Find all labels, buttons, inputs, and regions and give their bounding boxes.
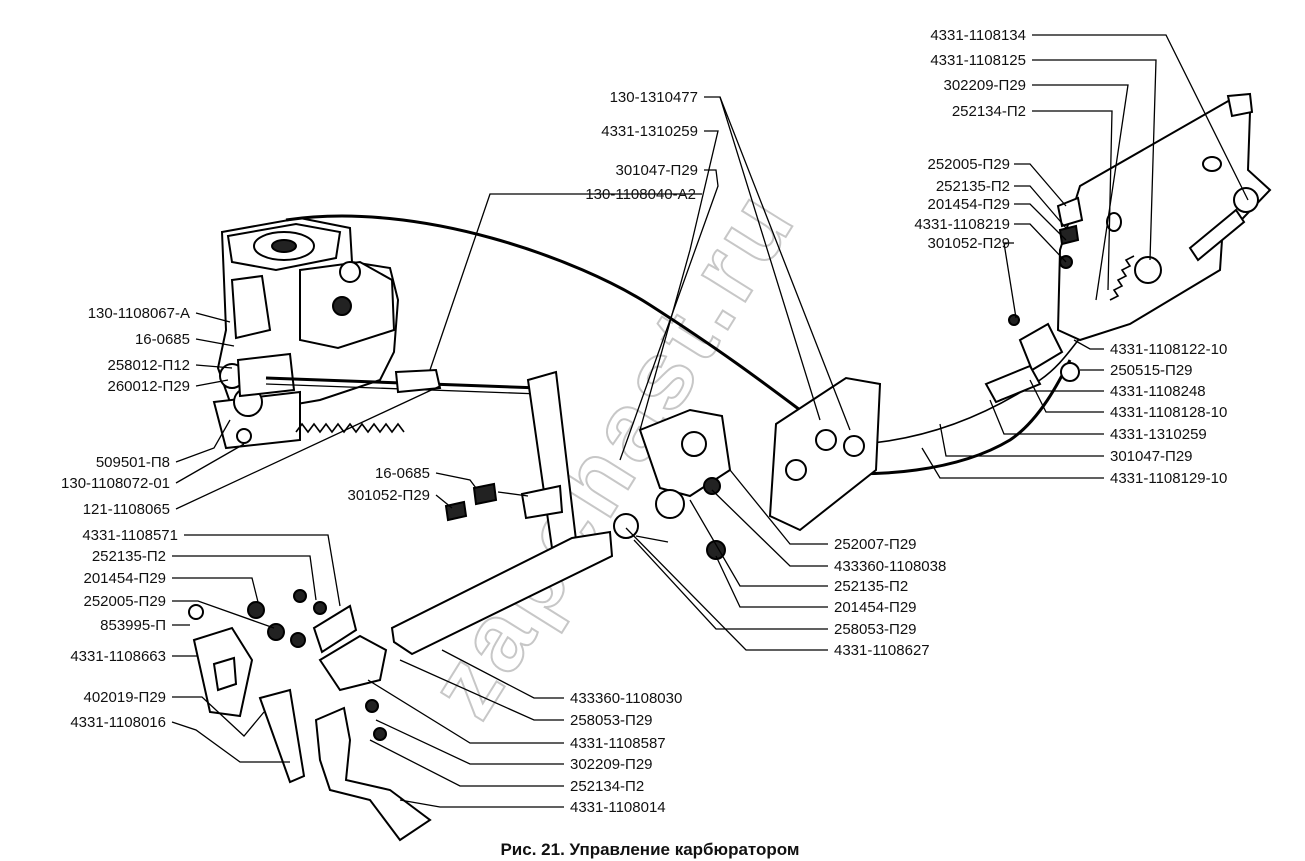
part-label: 258012-П12 (107, 357, 190, 374)
part-label: 130-1108067-А (88, 305, 190, 322)
pedal-assembly (188, 589, 432, 842)
part-label: 301052-П29 (927, 235, 1010, 252)
part-label: 509501-П8 (96, 454, 170, 471)
labels-left: 130-1108067-А 16-0685 258012-П12 260012-… (61, 305, 190, 731)
part-label: 4331-1108128-10 (1110, 404, 1227, 421)
part-label: 258053-П29 (570, 712, 653, 729)
leader-lines-mid (435, 472, 477, 509)
part-label: 4331-1108125 (930, 52, 1026, 69)
part-label: 16-0685 (375, 465, 430, 482)
part-label: 301047-П29 (615, 162, 698, 179)
labels-bottom: 433360-1108030 258053-П29 4331-1108587 3… (570, 690, 682, 816)
cross-shaft-assembly (312, 370, 614, 692)
leader-lines-bottom (367, 649, 564, 808)
part-label: 4331-1310259 (601, 123, 698, 140)
leader-lines-top (429, 96, 851, 461)
part-label: 130-1310477 (610, 89, 698, 106)
center-lever-assembly (613, 408, 732, 560)
part-label: 121-1108065 (83, 501, 170, 518)
part-label: 302209-П29 (570, 756, 653, 773)
figure-caption: Рис. 21. Управление карбюратором (500, 840, 799, 859)
part-label: 252134-П2 (570, 778, 644, 795)
leader-lines-center (625, 469, 828, 651)
part-label: 4331-1108587 (570, 735, 666, 752)
labels-topright: 4331-1108134 4331-1108125 302209-П29 252… (914, 27, 1026, 252)
leader-lines-left (171, 312, 441, 763)
throttle-cable (285, 214, 801, 412)
part-label: 4331-1108571 (82, 527, 178, 544)
part-label: 201454-П29 (927, 196, 1010, 213)
part-label: 301047-П29 (1110, 448, 1193, 465)
part-label: 252005-П29 (83, 593, 166, 610)
part-label: 252135-П2 (834, 578, 908, 595)
leader-lines-topright (1003, 34, 1249, 319)
part-label: 252135-П2 (92, 548, 166, 565)
part-label: 4331-1108134 (930, 27, 1026, 44)
part-label: 4331-1108627 (834, 642, 930, 659)
part-label: 4331-1108016 (70, 714, 166, 731)
labels-mid: 16-0685 301052-П29 (347, 465, 430, 504)
part-label: 258053-П29 (834, 621, 917, 638)
hand-throttle-assembly (984, 92, 1272, 404)
part-label: 4331-1108014 (570, 799, 666, 816)
labels-center: 252007-П29 433360-1108038 252135-П2 2014… (834, 536, 946, 659)
part-label: 252135-П2 (936, 178, 1010, 195)
part-label: 4331-1310259 (1110, 426, 1207, 443)
part-label: 201454-П29 (834, 599, 917, 616)
part-label: 301052-П29 (347, 487, 430, 504)
labels-top: 130-1310477 4331-1310259 301047-П29 130-… (585, 89, 698, 203)
part-label: 433360-1108030 (570, 690, 682, 707)
part-label: 4331-1108129-10 (1110, 470, 1227, 487)
part-label: 853995-П (100, 617, 166, 634)
part-label: 4331-1108219 (914, 216, 1010, 233)
part-label: 260012-П29 (107, 378, 190, 395)
part-label: 4331-1108122-10 (1110, 341, 1227, 358)
labels-right: 4331-1108122-10 250515-П29 4331-1108248 … (1110, 341, 1227, 487)
part-label: 201454-П29 (83, 570, 166, 587)
choke-cable-sheath (859, 337, 1081, 445)
part-label: 252134-П2 (952, 103, 1026, 120)
part-label: 250515-П29 (1110, 362, 1193, 379)
part-label: 252007-П29 (834, 536, 917, 553)
part-label: 130-1108072-01 (61, 475, 170, 492)
carburetor-assembly (212, 216, 541, 450)
leader-lines-right (921, 339, 1104, 479)
part-label: 4331-1108248 (1110, 383, 1206, 400)
part-label: 252005-П29 (927, 156, 1010, 173)
part-label: 402019-П29 (83, 689, 166, 706)
part-label: 4331-1108663 (70, 648, 166, 665)
part-label: 16-0685 (135, 331, 190, 348)
part-label: 130-1108040-А2 (585, 186, 696, 203)
part-label: 433360-1108038 (834, 558, 946, 575)
center-bracket (768, 376, 882, 532)
part-label: 302209-П29 (943, 77, 1026, 94)
